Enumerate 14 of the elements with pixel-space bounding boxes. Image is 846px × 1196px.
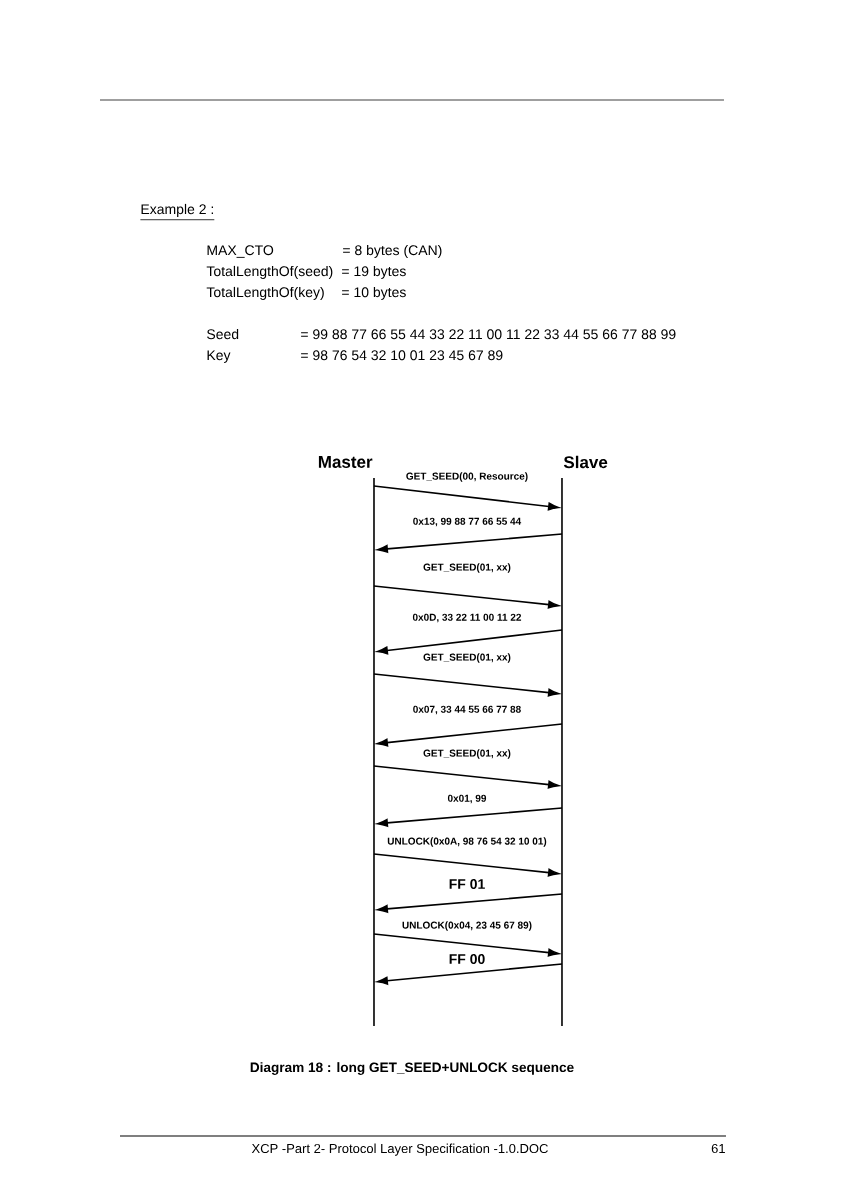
arrow — [373, 853, 559, 877]
arrow — [376, 629, 563, 655]
arrow — [377, 807, 563, 827]
arrow — [373, 933, 559, 957]
arrow — [373, 485, 559, 511]
arrow — [373, 585, 559, 609]
arrow — [377, 723, 563, 747]
arrow — [373, 765, 559, 789]
arrow — [373, 673, 559, 697]
participant-label: Slave — [563, 455, 608, 469]
participant-label: Master — [318, 456, 373, 468]
arrow — [377, 963, 563, 985]
arrow — [377, 533, 563, 553]
arrow — [377, 893, 563, 913]
